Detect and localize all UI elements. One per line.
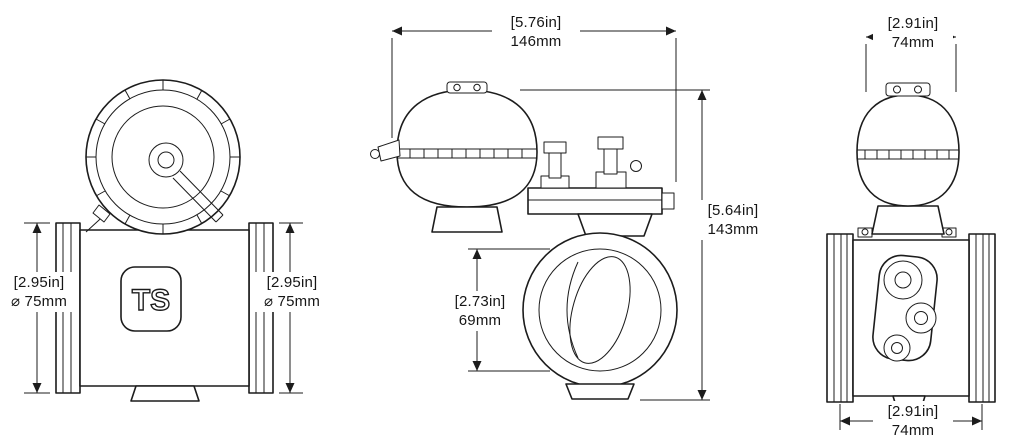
rear-view-drawing: [826, 82, 996, 407]
dim-side-width-metric: 146mm: [510, 33, 562, 50]
front-view-drawing: TS: [55, 79, 274, 402]
dim-side-height-metric: 143mm: [707, 221, 759, 238]
dim-rear-bottom: [2.91in] 74mm: [873, 401, 953, 441]
cap-crimp-ticks: [86, 80, 240, 234]
dome-collar: [431, 206, 503, 233]
bracket-support: [577, 213, 653, 237]
dim-rear-top-imperial: [2.91in]: [887, 15, 939, 32]
rear-tube-right-flange: [968, 233, 996, 403]
valve-bore: [538, 248, 662, 372]
dome-crimp-ticks: [409, 149, 523, 158]
actuator-hub: [148, 142, 184, 178]
brand-logo-plate: [120, 266, 182, 332]
valve-flap: [569, 256, 631, 364]
dome-top-cap: [446, 81, 488, 94]
dim-side-height-imperial: [5.64in]: [707, 202, 759, 219]
dim-rear-top-metric: 74mm: [891, 34, 935, 51]
banjo-bolt-left: [543, 141, 567, 154]
rear-tube-left-flange: [826, 233, 854, 403]
dim-front-right-imperial: [2.95in]: [266, 274, 318, 291]
front-tube-foot: [130, 385, 200, 402]
dim-front-left-imperial: [2.95in]: [13, 274, 65, 291]
dim-rear-top: [2.91in] 74mm: [873, 13, 953, 53]
banjo-bolt-right: [597, 136, 624, 150]
dim-side-width-imperial: [5.76in]: [510, 14, 562, 31]
side-view-drawing: [370, 81, 678, 400]
rear-dome-crimp-ticks: [864, 150, 950, 159]
brand-logo: TS: [132, 284, 170, 317]
dim-side-width: [5.76in] 146mm: [492, 12, 580, 52]
hose-barb: [377, 139, 401, 162]
dim-side-height: [5.64in] 143mm: [696, 200, 770, 240]
dim-rear-bottom-imperial: [2.91in]: [887, 403, 939, 420]
dim-side-bore-imperial: [2.73in]: [454, 293, 506, 310]
rear-dome-top-cap: [885, 82, 931, 97]
dim-front-right: [2.95in] ⌀ 75mm: [255, 272, 329, 312]
dim-side-bore-metric: 69mm: [458, 312, 502, 329]
valve-body-outer: [522, 232, 678, 388]
dim-front-right-metric: ⌀ 75mm: [263, 293, 321, 310]
dim-rear-bottom-metric: 74mm: [891, 422, 935, 439]
dim-front-left-metric: ⌀ 75mm: [10, 293, 68, 310]
valve-foot: [565, 383, 635, 400]
dim-side-bore: [2.73in] 69mm: [440, 291, 520, 331]
rear-dome-collar: [871, 205, 945, 235]
dim-front-left: [2.95in] ⌀ 75mm: [2, 272, 76, 312]
clamp-screw: [92, 204, 111, 223]
actuator-bracket: [527, 187, 663, 215]
